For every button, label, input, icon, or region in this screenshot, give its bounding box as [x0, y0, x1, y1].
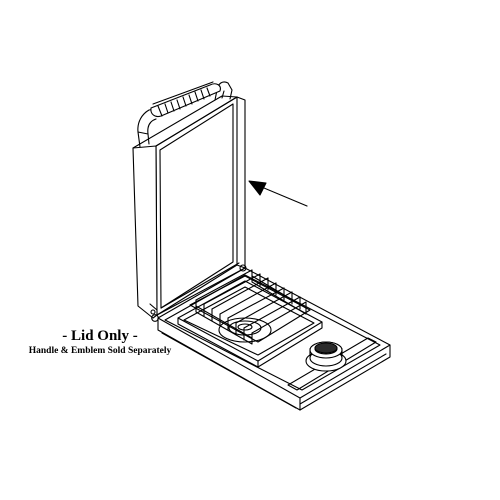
lid-handle-icon: [137, 81, 233, 148]
grill-lid: [132, 95, 247, 322]
caption-title: - Lid Only -: [62, 328, 138, 344]
control-knob-icon: [305, 341, 347, 372]
burner-grate-icon: [189, 269, 311, 345]
burner-tray: [177, 280, 323, 368]
arrow-icon: [248, 180, 308, 207]
caption-note: Handle & Emblem Sold Separately: [28, 346, 172, 356]
